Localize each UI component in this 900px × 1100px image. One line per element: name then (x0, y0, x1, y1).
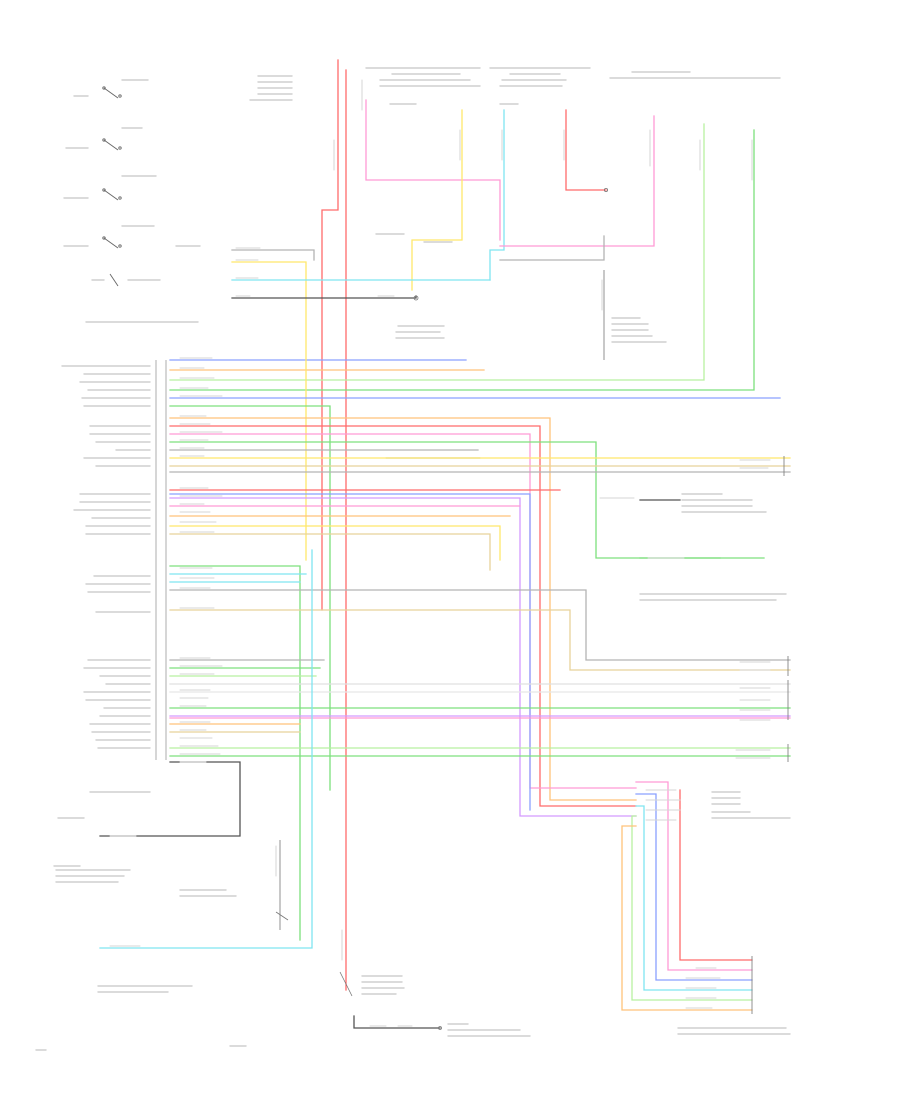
wire-cyan-rc3 (635, 805, 753, 991)
wire-tan-p20 (169, 533, 491, 571)
wire-gray-p25 (169, 589, 791, 661)
wire-blue-p16 (169, 493, 531, 811)
wire-black-s4 (231, 295, 417, 299)
wire-red-right-top (565, 109, 607, 191)
wire-yellow-top (411, 109, 463, 291)
wire-black-p39 (99, 761, 241, 837)
cluster-pin-label-column (61, 365, 151, 793)
wire-red-top-trunk (321, 59, 339, 611)
vertical-wire-tags (275, 79, 753, 961)
wire-pink-a (499, 115, 655, 247)
wire-green-p06 (169, 405, 331, 791)
wire-red-rc6 (679, 789, 753, 961)
wire-cyan-bottom (99, 549, 313, 949)
wire-red-p08 (169, 425, 637, 807)
text-placeholders (35, 67, 791, 1051)
connector-symbols (275, 187, 789, 1030)
wire-black-bottom (353, 1015, 441, 1029)
wire-gray-s1 (231, 249, 315, 261)
wire-green-p22 (169, 565, 301, 941)
wire-cyan-top (489, 109, 505, 281)
wire-violet-p15 (169, 497, 637, 817)
wire-lightgreen-rc4 (631, 815, 753, 1001)
wire-pink-p09 (169, 433, 637, 789)
wire-pink-top (365, 99, 501, 241)
wire-gray-a (499, 235, 605, 261)
cluster-connector (155, 360, 167, 760)
wire-tan-p26 (169, 609, 791, 671)
wire-yellow-s2 (231, 261, 307, 561)
wire-yellow-p19 (169, 525, 501, 561)
wire-lightgreen-a (169, 123, 705, 381)
wire-orange-p07 (169, 417, 637, 801)
left-switches (102, 86, 122, 287)
wire-pink-rc1 (635, 781, 753, 971)
wire-blue-rc2 (635, 793, 753, 981)
wire-tags (109, 247, 771, 1027)
wires (99, 59, 791, 1029)
wire-green-a (169, 129, 755, 391)
wire-orange-rc5 (621, 825, 753, 1011)
